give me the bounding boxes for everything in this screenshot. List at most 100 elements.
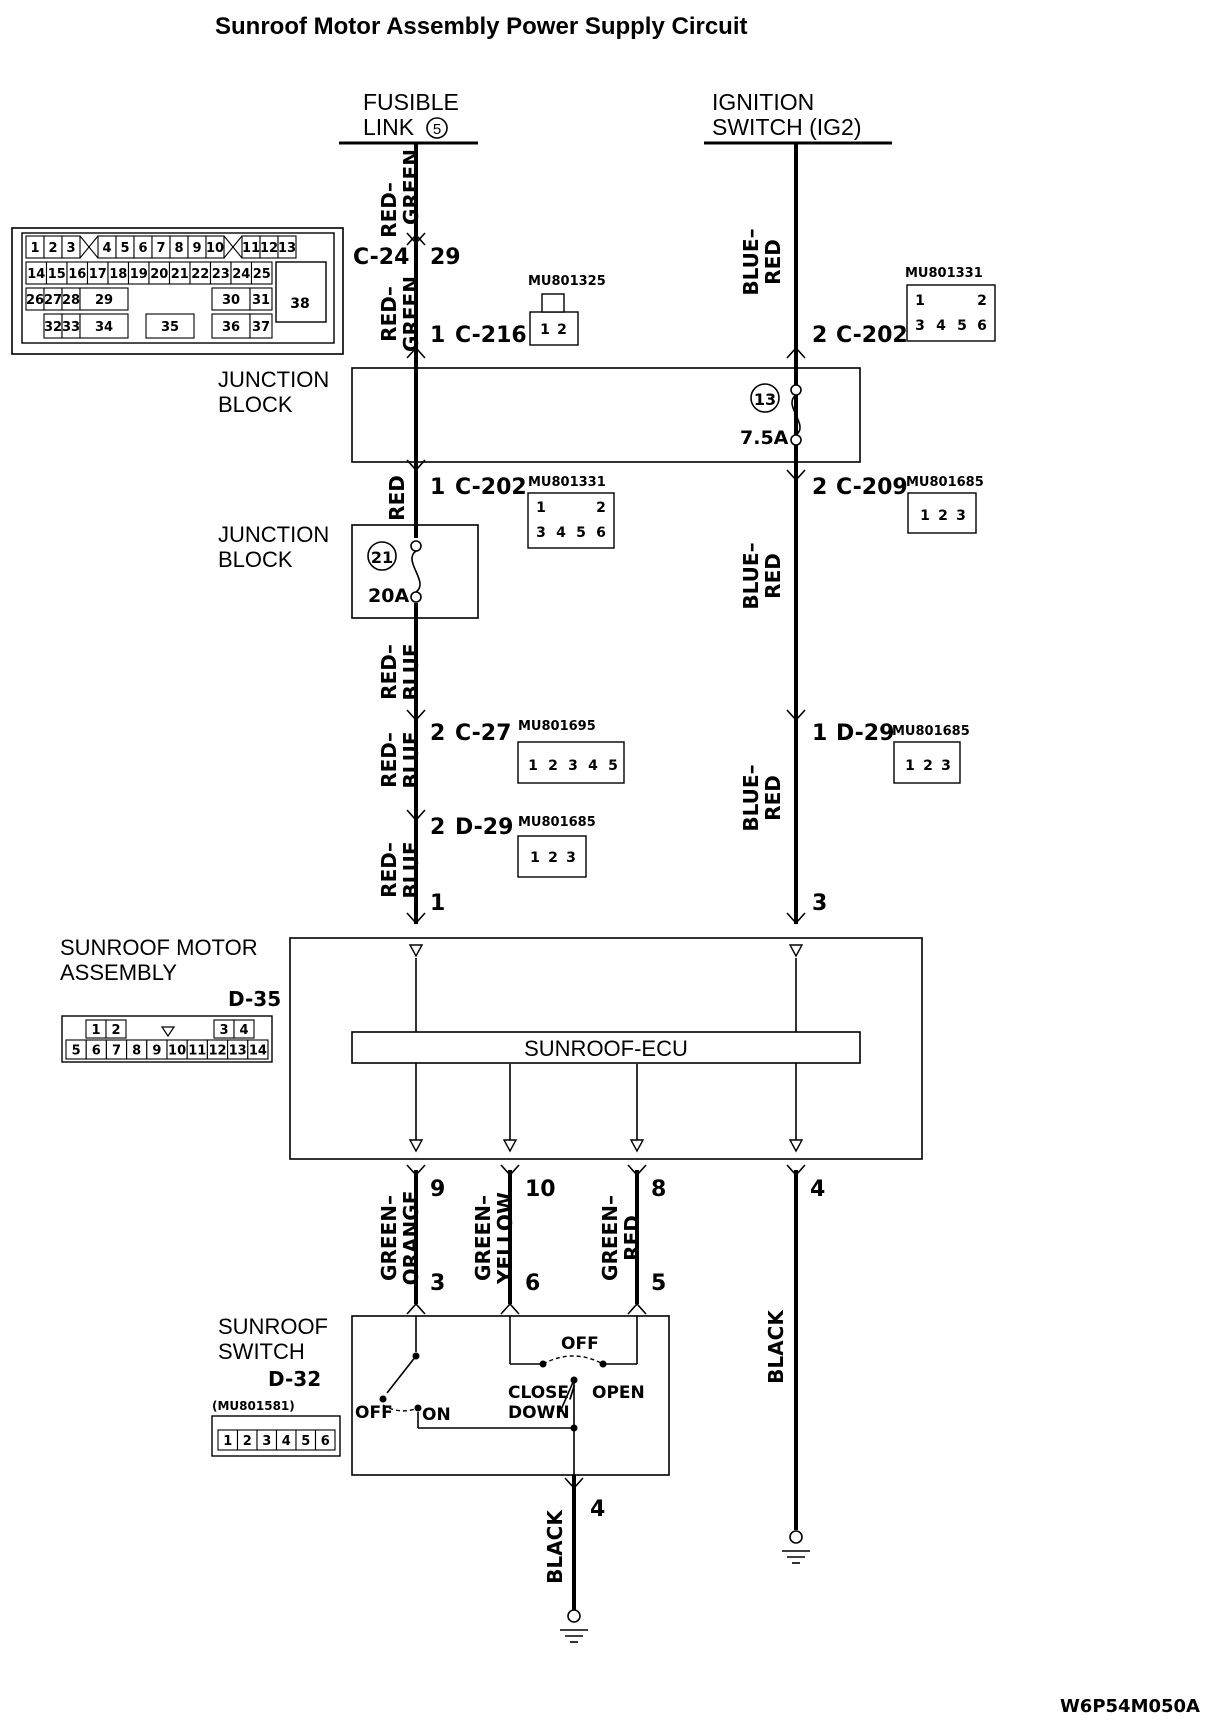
c209-mark	[786, 469, 806, 482]
switch-ground-pin: 4	[590, 1497, 605, 1522]
d35-pin-11: 11	[188, 1044, 206, 1059]
ground-right-terminal	[789, 1530, 803, 1544]
c27-mark	[406, 709, 426, 722]
wire-color-black-right: BLACK	[764, 1309, 788, 1384]
big-pin-22: 22	[191, 267, 209, 282]
figure-code: W6P54M050A	[1060, 1696, 1200, 1717]
mu801331-top-pin6: 6	[977, 318, 987, 334]
ignition-label-2: SWITCH (IG2)	[712, 114, 862, 140]
motor-pin-4: 4	[810, 1177, 825, 1202]
d35-name: D-35	[228, 987, 281, 1011]
sw1-travel	[382, 1404, 419, 1412]
motor-out-arrow-4	[788, 1139, 804, 1153]
junction-block-2: JUNCTION BLOCK 21 20A	[218, 522, 479, 619]
sw2-off-label: OFF	[561, 1334, 599, 1354]
fuse21-number: 21	[371, 548, 393, 567]
wire-color-red-blue-1b: BLUE	[399, 643, 423, 700]
switch-ground-mark	[564, 1477, 584, 1490]
mu801331-top-pin3: 3	[915, 318, 925, 334]
sw2-open-label: OPEN	[592, 1383, 645, 1403]
mu801685-connector-d29-left: MU801685 1 2 3	[517, 815, 596, 878]
motor-in-arrow-2	[788, 944, 804, 958]
big-pin-7: 7	[156, 241, 165, 256]
junction-block-2-label-2: BLOCK	[218, 547, 293, 572]
pin10-mark	[500, 1164, 520, 1177]
mu801685-c209-part: MU801685	[906, 475, 984, 490]
c24-pin: 29	[430, 245, 461, 270]
wire-color-red-blue-2a: RED–	[377, 732, 401, 788]
d35-pin-9: 9	[152, 1044, 161, 1059]
big-pin-10-cell	[205, 235, 225, 259]
mu801685-d29-right-pin2: 2	[923, 758, 933, 774]
d29-right-name: D-29	[836, 721, 894, 746]
c202-top-pin: 2	[812, 323, 827, 348]
motor-out-arrow-9	[408, 1139, 424, 1153]
c24-mark-2	[406, 233, 426, 246]
mu801695-part: MU801695	[518, 719, 596, 734]
big-pin-34-cell	[79, 313, 129, 339]
mu801685-d29-left-part: MU801685	[518, 815, 596, 830]
mu801325-connector: MU801325 1 2	[528, 274, 606, 346]
sw2-blade	[559, 1379, 575, 1413]
d35-pin-1: 1	[91, 1023, 100, 1038]
mu801331-mid-pin2: 2	[596, 500, 606, 516]
mu801685-d29-left-body	[517, 835, 587, 878]
d35-pin-3: 3	[219, 1023, 228, 1038]
motor-label-1: SUNROOF MOTOR	[60, 935, 258, 960]
wire-color-labels: RED– GREEN RED– GREEN RED RED– BLUE RED–…	[377, 149, 785, 899]
big-pin-27: 27	[44, 293, 62, 308]
big-connector-blank-1	[79, 235, 99, 259]
mu801325-pin2: 2	[557, 322, 567, 338]
mu801331-top-pin4: 4	[936, 318, 946, 334]
wire-color-blue-red-3a: BLUE–	[739, 764, 763, 831]
junction-block-1: JUNCTION BLOCK 13 7.5A	[218, 367, 861, 463]
mu801331-mid-part: MU801331	[528, 475, 606, 490]
fusible-link-source: FUSIBLE LINK 5	[339, 89, 478, 145]
wire-color-red-green-1b: GREEN	[399, 149, 423, 225]
big-pin-23: 23	[212, 267, 230, 282]
big-pin-28: 28	[62, 293, 80, 308]
big-pin-29-cell	[79, 287, 129, 311]
sunroof-ecu-box	[351, 1031, 861, 1064]
d35-pin-4: 4	[239, 1023, 248, 1038]
big-pin-29: 29	[95, 293, 113, 308]
mu801685-c209-pin1: 1	[920, 508, 930, 524]
fuse13-rating: 7.5A	[740, 427, 789, 449]
right-connector-labels: 2 C-202 2 C-209 1 D-29 3	[812, 323, 908, 916]
wire-color-red-blue-2b: BLUE	[399, 731, 423, 788]
wire-color-red-green-2a: RED–	[377, 286, 401, 342]
ignition-switch-source: IGNITION SWITCH (IG2)	[704, 89, 892, 145]
d32-pin-3: 3	[262, 1434, 271, 1449]
d35-pin-10: 10	[168, 1044, 186, 1059]
mu801685-c209-pin3: 3	[956, 508, 966, 524]
mu801331-top-pin5: 5	[957, 318, 967, 334]
fuse21-rating: 20A	[368, 585, 409, 607]
sw1-off-contact	[379, 1395, 387, 1403]
big-pin-25-cell	[250, 261, 273, 285]
d35-pin-in-right: 3	[812, 891, 827, 916]
motor-out-arrow-10	[502, 1139, 518, 1153]
d35-pin-2: 2	[111, 1023, 120, 1038]
c202-mid-pin: 1	[430, 475, 445, 500]
fuse21-circle	[367, 541, 397, 571]
junction-block-2-label-1: JUNCTION	[218, 522, 329, 547]
d29-left-mark	[406, 809, 426, 822]
mu801685-d29-left-pin3: 3	[566, 850, 576, 866]
d35-pin-14: 14	[249, 1044, 267, 1059]
fuse21-terminal-bottom	[410, 591, 422, 603]
switch-pin-3: 3	[430, 1271, 445, 1296]
d32-pin-2: 2	[243, 1434, 252, 1449]
fuse13-element	[791, 394, 801, 436]
big-pin-36: 36	[222, 320, 240, 335]
mu801695-body	[517, 741, 625, 784]
junction-block-1-label-1: JUNCTION	[218, 367, 329, 392]
c202-top-name: C-202	[836, 323, 908, 348]
motor-pin-9: 9	[430, 1177, 445, 1202]
mu801331-mid-pin1: 1	[536, 500, 546, 516]
mu801331-mid-pin5: 5	[576, 525, 586, 541]
